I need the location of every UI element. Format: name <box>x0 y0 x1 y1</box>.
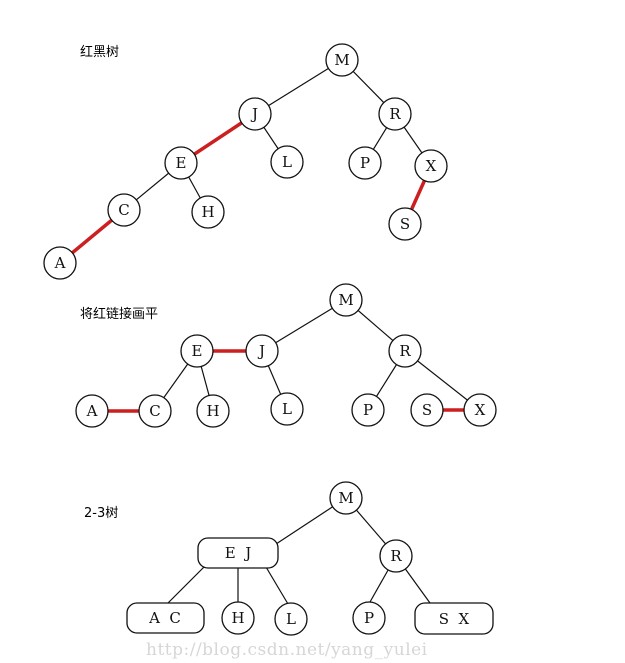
node-j: J <box>238 97 272 131</box>
svg-text:A C: A C <box>148 609 181 627</box>
node-a: A <box>75 394 109 428</box>
svg-text:E J: E J <box>225 544 252 562</box>
svg-text:P: P <box>364 609 374 627</box>
flattened-tree-title: 将红链接画平 <box>80 306 158 322</box>
node-s: S <box>388 207 422 241</box>
svg-text:C: C <box>149 402 160 420</box>
svg-text:L: L <box>286 610 296 628</box>
node-l: L <box>274 602 308 636</box>
svg-text:R: R <box>390 547 402 565</box>
edge-ej-ac <box>167 566 205 604</box>
svg-text:P: P <box>363 401 373 419</box>
node-s: S <box>410 393 444 427</box>
node-h: H <box>221 601 255 635</box>
svg-text:H: H <box>201 203 214 221</box>
node-h: H <box>191 195 225 229</box>
node-l: L <box>270 392 304 426</box>
two-three-tree: M E J R A C H L P S X <box>126 481 494 636</box>
svg-text:C: C <box>118 201 129 219</box>
node-m: M <box>329 283 363 317</box>
svg-text:M: M <box>338 291 353 309</box>
node-e: E <box>180 334 214 368</box>
svg-text:P: P <box>360 154 370 172</box>
node-p: P <box>351 393 385 427</box>
svg-text:R: R <box>399 342 411 360</box>
svg-text:M: M <box>338 489 353 507</box>
node-m: M <box>329 481 363 515</box>
red-black-tree-title: 红黑树 <box>80 44 119 60</box>
svg-text:A: A <box>54 254 66 272</box>
svg-text:X: X <box>426 157 437 175</box>
node-a: A <box>43 246 77 280</box>
svg-text:L: L <box>282 400 292 418</box>
node-x: X <box>463 393 497 427</box>
edge-ej-l <box>265 566 289 605</box>
svg-text:E: E <box>176 154 187 172</box>
node-r: R <box>388 334 422 368</box>
node-x: X <box>414 149 448 183</box>
svg-text:H: H <box>231 609 244 627</box>
red-black-tree: M J R E L P X C H S A <box>43 43 448 280</box>
node-e: E <box>164 146 198 180</box>
svg-text:S X: S X <box>439 610 470 628</box>
svg-text:J: J <box>257 342 265 360</box>
node-sx-3node: S X <box>414 602 494 635</box>
svg-text:R: R <box>389 105 401 123</box>
svg-text:L: L <box>282 153 292 171</box>
svg-text:A: A <box>86 402 98 420</box>
edge-m-j <box>254 59 343 115</box>
node-j: J <box>245 334 279 368</box>
node-p: P <box>348 146 382 180</box>
svg-text:E: E <box>192 342 203 360</box>
node-c: C <box>107 193 141 227</box>
svg-text:H: H <box>206 402 219 420</box>
svg-text:J: J <box>250 105 258 123</box>
node-r: R <box>378 97 412 131</box>
node-c: C <box>138 394 172 428</box>
node-ac-3node: A C <box>126 602 205 634</box>
node-r: R <box>379 539 413 573</box>
node-h: H <box>196 394 230 428</box>
node-p: P <box>352 601 386 635</box>
flattened-tree: M E J R A C H L P S X <box>75 283 497 428</box>
svg-text:X: X <box>475 401 486 419</box>
two-three-tree-title: 2-3树 <box>84 506 118 521</box>
node-m: M <box>325 43 359 77</box>
node-ej-3node: E J <box>197 537 279 569</box>
node-l: L <box>270 145 304 179</box>
svg-text:M: M <box>334 51 349 69</box>
watermark: http://blog.csdn.net/yang_yulei <box>146 640 428 660</box>
svg-text:S: S <box>400 215 410 233</box>
svg-text:S: S <box>422 401 432 419</box>
